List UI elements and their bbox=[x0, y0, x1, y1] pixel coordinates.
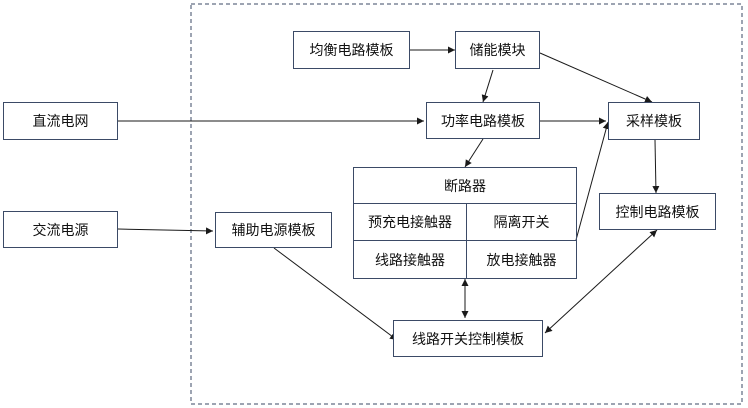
line-switch-control-module: 线路开关控制模板 bbox=[393, 320, 543, 357]
arrow-breaker-to-sampling bbox=[575, 121, 610, 241]
system-boundary-frame bbox=[190, 3, 743, 405]
dc-grid-box: 直流电网 bbox=[3, 102, 118, 140]
breaker-divider-vertical bbox=[466, 203, 467, 279]
aux-power-label: 辅助电源模板 bbox=[231, 223, 316, 239]
isolation-switch-label: 隔离开关 bbox=[493, 215, 550, 231]
energy-storage-module: 储能模块 bbox=[455, 31, 540, 69]
arrow-control-line-switch-bidirectional bbox=[544, 229, 658, 334]
power-circuit-label: 功率电路模板 bbox=[441, 113, 525, 130]
dc-grid-label: 直流电网 bbox=[32, 114, 89, 130]
balance-circuit-label: 均衡电路模板 bbox=[309, 43, 394, 59]
line-contactor-cell: 线路接触器 bbox=[354, 241, 466, 278]
sampling-label: 采样模板 bbox=[626, 114, 682, 130]
sampling-module: 采样模板 bbox=[608, 102, 700, 140]
control-circuit-label: 控制电路模板 bbox=[615, 204, 700, 221]
arrow-storage-to-sampling bbox=[539, 52, 653, 103]
ac-source-box: 交流电源 bbox=[3, 211, 118, 248]
breaker-title: 断路器 bbox=[354, 168, 576, 203]
line-contactor-label: 线路接触器 bbox=[375, 252, 445, 269]
breaker-title-label: 断路器 bbox=[444, 178, 486, 195]
ac-source-label: 交流电源 bbox=[32, 222, 89, 239]
arrow-ac-to-aux bbox=[117, 227, 214, 235]
line-switch-control-label: 线路开关控制模板 bbox=[412, 331, 524, 348]
arrow-storage-to-power bbox=[481, 69, 494, 103]
arrow-power-to-breaker bbox=[464, 138, 484, 168]
balance-circuit-module: 均衡电路模板 bbox=[293, 31, 410, 69]
energy-storage-label: 储能模块 bbox=[469, 43, 526, 59]
breaker-divider-top bbox=[353, 203, 577, 204]
arrow-aux-to-line-switch bbox=[273, 247, 398, 341]
control-circuit-module: 控制电路模板 bbox=[599, 193, 716, 230]
power-circuit-module: 功率电路模板 bbox=[426, 102, 540, 139]
precharge-contactor-label: 预充电接触器 bbox=[368, 215, 452, 231]
isolation-switch-cell: 隔离开关 bbox=[467, 204, 576, 240]
precharge-contactor-cell: 预充电接触器 bbox=[354, 204, 466, 240]
breaker-divider-middle bbox=[353, 240, 577, 241]
aux-power-module: 辅助电源模板 bbox=[215, 212, 332, 248]
breaker-block bbox=[353, 167, 577, 279]
arrow-sampling-to-control bbox=[652, 139, 660, 194]
discharge-contactor-cell: 放电接触器 bbox=[467, 241, 576, 278]
discharge-contactor-label: 放电接触器 bbox=[486, 252, 557, 269]
